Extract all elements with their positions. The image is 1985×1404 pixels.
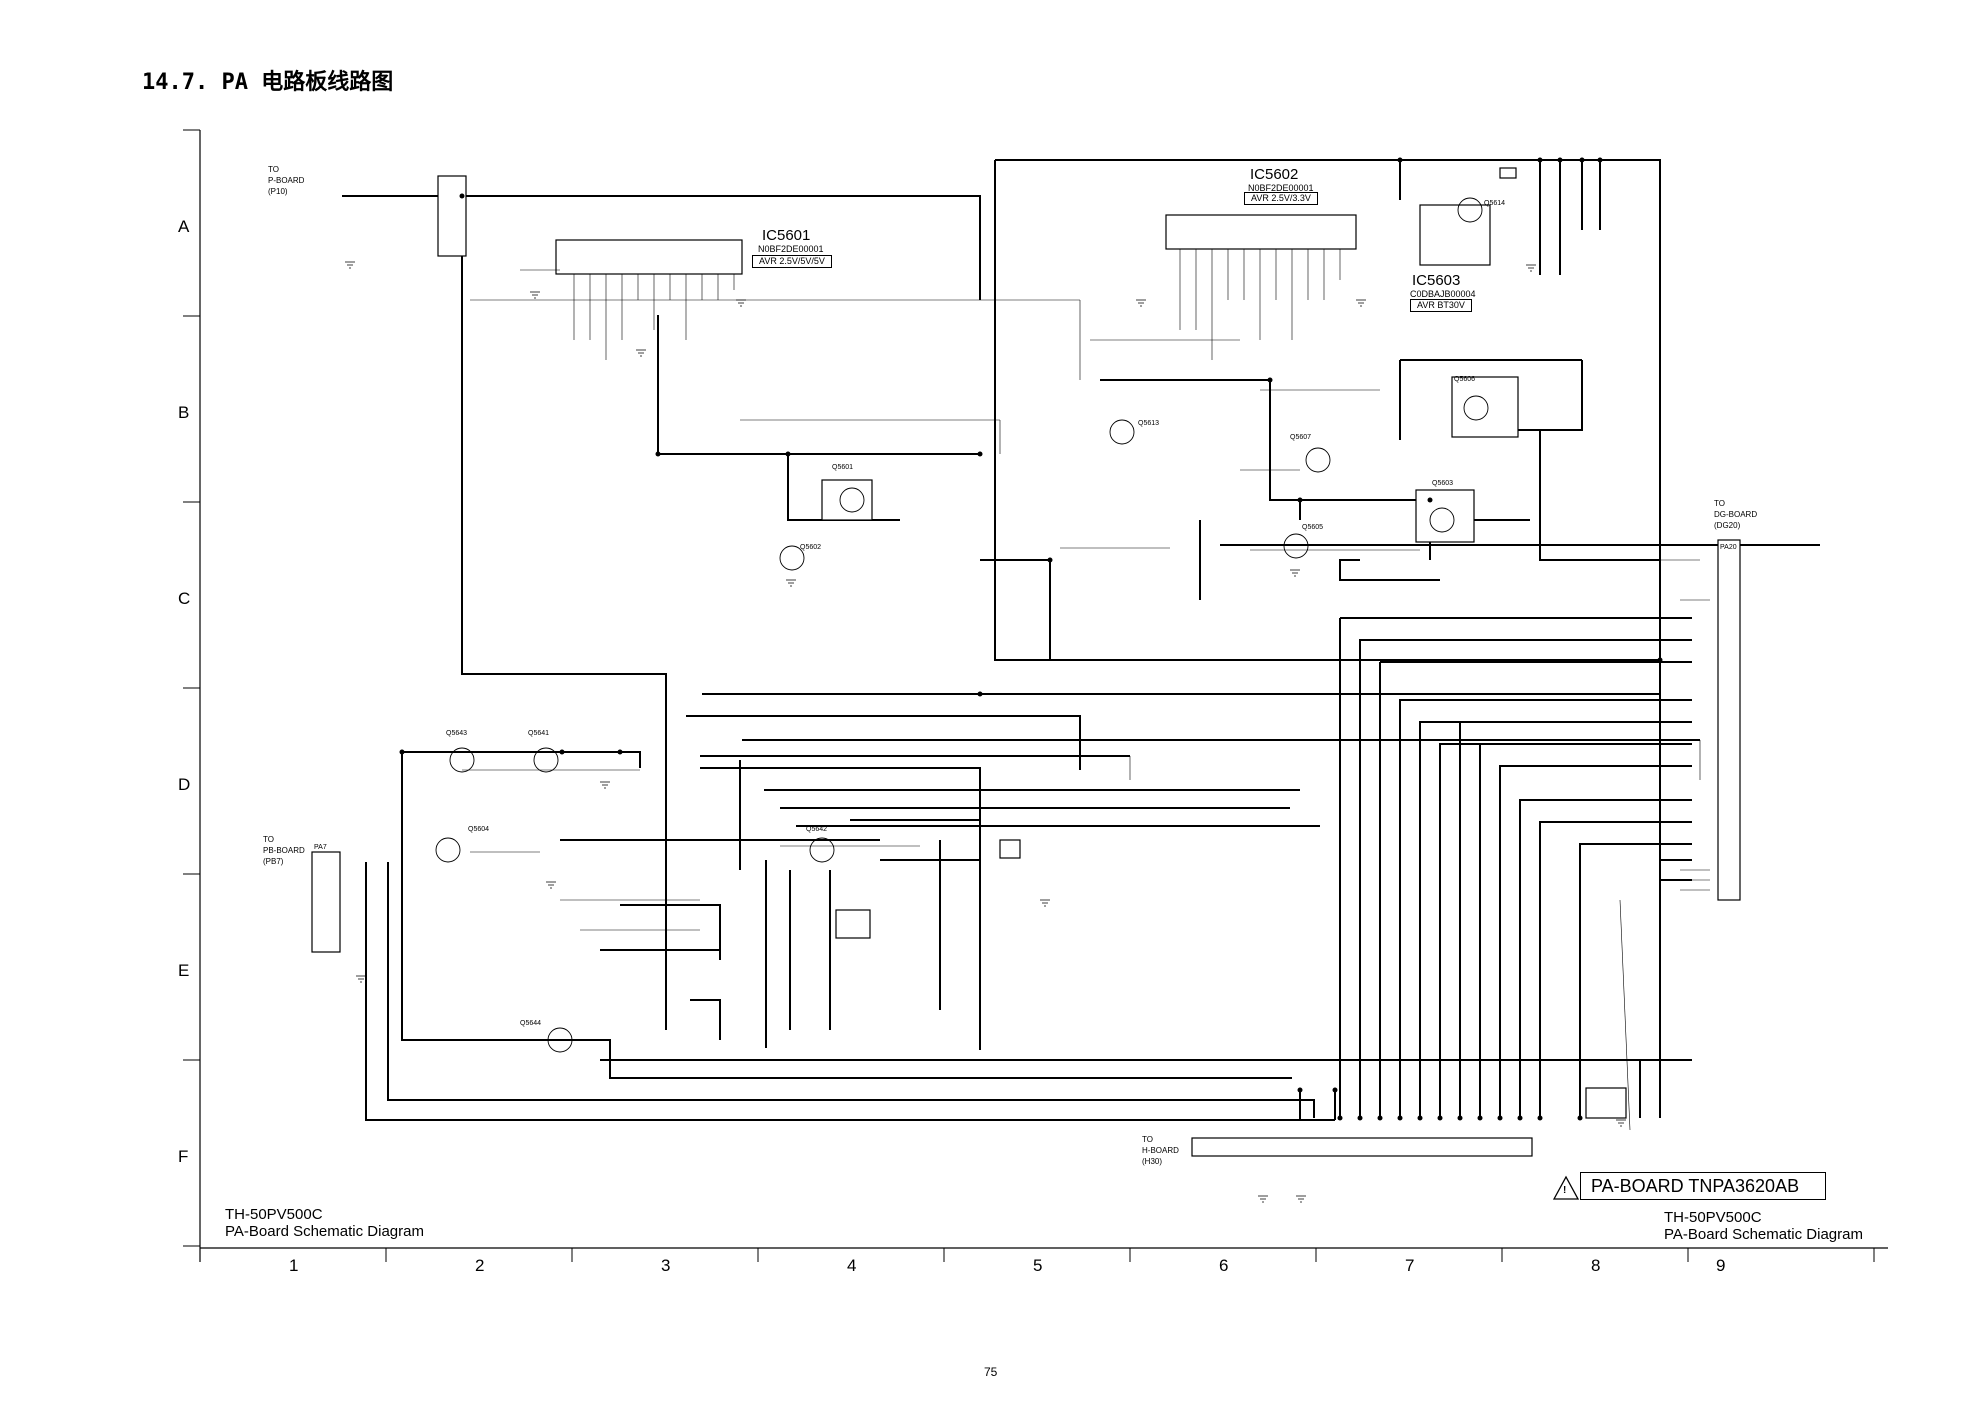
transistor-label: Q5642 — [806, 826, 828, 833]
ic-function-box: AVR 2.5V/3.3V — [1244, 192, 1318, 205]
transistor-label: Q5613 — [1138, 420, 1160, 427]
grid-column-label: 5 — [1033, 1256, 1043, 1275]
transistor-label: Q5644 — [520, 1020, 542, 1027]
transistor-label: Q5641 — [528, 730, 550, 737]
grid-column-label: 6 — [1219, 1256, 1229, 1275]
grid-row-label: D — [178, 775, 191, 794]
connector-tag: PA20 — [1720, 544, 1737, 551]
transistor-label: Q5602 — [800, 544, 822, 551]
grid-row-label: B — [178, 403, 190, 422]
grid-column-label: 4 — [847, 1256, 857, 1275]
grid-row-label: C — [178, 589, 191, 608]
grid-row-label: E — [178, 961, 190, 980]
page-title: 14.7. PA 电路板线路图 — [142, 70, 394, 95]
transistor-label: Q5601 — [832, 464, 854, 471]
transistor-label: Q5605 — [1302, 524, 1324, 531]
ic-name: IC5602 — [1250, 166, 1299, 183]
transistor-label: Q5603 — [1432, 480, 1454, 487]
grid-column-label: 8 — [1591, 1256, 1601, 1275]
grid-column-label: 9 — [1716, 1256, 1726, 1275]
ic-function-box: AVR 2.5V/5V/5V — [752, 255, 832, 268]
transistor-label: Q5607 — [1290, 434, 1312, 441]
grid-row-label: A — [178, 217, 190, 236]
grid-column-label: 7 — [1405, 1256, 1415, 1275]
transistor-label: Q5604 — [468, 826, 490, 833]
page-number: 75 — [984, 1365, 998, 1379]
diagram-caption: PA-Board Schematic Diagram — [225, 1223, 424, 1240]
model-name: TH-50PV500C — [1664, 1209, 1762, 1226]
grid-column-label: 2 — [475, 1256, 485, 1275]
ic-part-number: N0BF2DE00001 — [1248, 183, 1314, 193]
ic-function-box: AVR BT30V — [1410, 299, 1472, 312]
grid-row-label: F — [178, 1147, 189, 1166]
diagram-caption: PA-Board Schematic Diagram — [1664, 1226, 1863, 1243]
transistor-label: Q5643 — [446, 730, 468, 737]
transistor-label: Q5614 — [1484, 200, 1506, 207]
ic-part-number: N0BF2DE00001 — [758, 244, 824, 254]
ic-name: IC5603 — [1412, 272, 1461, 289]
warning-icon: ! — [1563, 1185, 1567, 1196]
board-title: PA-BOARD TNPA3620AB — [1591, 1175, 1800, 1196]
board-title-box: PA-BOARD TNPA3620AB — [1580, 1172, 1826, 1200]
grid-column-label: 1 — [289, 1256, 299, 1275]
ic-name: IC5601 — [762, 227, 811, 244]
grid-column-label: 3 — [661, 1256, 671, 1275]
transistor-label: Q5606 — [1454, 376, 1476, 383]
connector-tag: PA7 — [314, 844, 327, 851]
model-name: TH-50PV500C — [225, 1206, 323, 1223]
ic-part-number: C0DBAJB00004 — [1410, 289, 1476, 299]
